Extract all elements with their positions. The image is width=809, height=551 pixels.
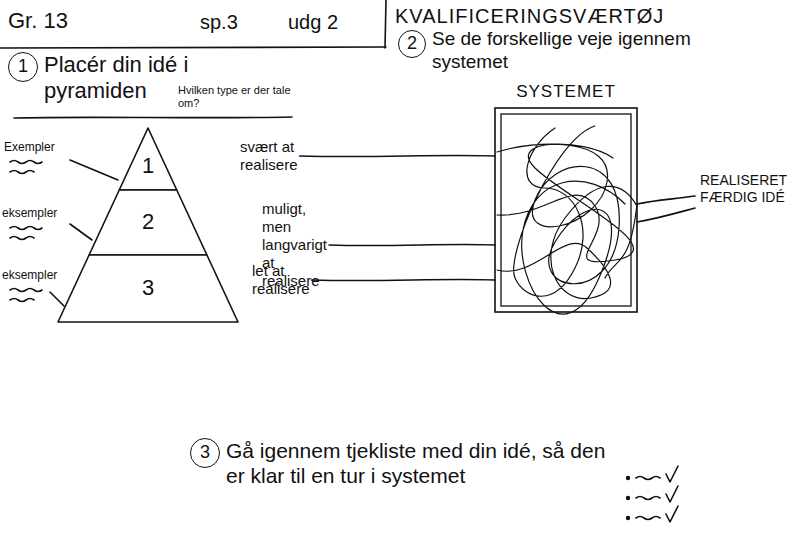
- step-underline: [14, 117, 292, 118]
- system-box: SYSTEMET: [495, 78, 637, 314]
- step-text: Placér din idé i pyramiden: [44, 52, 219, 105]
- checkmark: [666, 486, 678, 502]
- checklist-scribble: [636, 497, 660, 500]
- example-scribble: [10, 299, 34, 302]
- step-note: Hvilken type er der tale om?: [178, 84, 293, 110]
- band-number: 2: [142, 209, 154, 235]
- band-outline: [89, 190, 207, 255]
- checklist-dot: [627, 497, 630, 500]
- checklist-dot: [627, 477, 630, 480]
- band-shape: [55, 255, 255, 324]
- connector-line: [312, 279, 495, 280]
- example-label: eksempler: [2, 206, 57, 220]
- connector-line: [300, 155, 495, 156]
- checklist-scribble: [636, 477, 660, 480]
- step-number: 3: [200, 442, 210, 464]
- result-label: REALISERET FÆRDIG IDÉ: [700, 172, 804, 206]
- header-divider: [385, 0, 386, 48]
- example-pointer: [70, 160, 118, 180]
- example-pointer: [70, 224, 92, 240]
- checklist-dot: [627, 517, 630, 520]
- system-tangle: [497, 126, 637, 314]
- step-circle: 2: [398, 30, 426, 58]
- system-inner-outline: [501, 114, 631, 306]
- checkmark: [666, 506, 678, 522]
- band-outline: [119, 128, 177, 190]
- sheet-title: KVALIFICERINGSVÆRTØJ: [395, 4, 664, 28]
- group-number: Gr. 13: [8, 8, 68, 34]
- band-shape: [55, 190, 255, 257]
- checklist-scribble: [636, 517, 660, 520]
- system-heading: SYSTEMET: [495, 82, 637, 102]
- example-label: eksempler: [2, 268, 57, 282]
- output-line: [637, 196, 695, 204]
- band-label: let at realisere: [252, 262, 312, 298]
- pyramid-band: 3 let at realisere: [55, 255, 312, 322]
- band-shape: [55, 128, 255, 192]
- step-circle: 1: [8, 52, 38, 82]
- band-number: 1: [142, 153, 154, 179]
- band-label: svært at realisere: [240, 138, 300, 174]
- example-scribble: [10, 237, 34, 240]
- example-scribble: [10, 171, 34, 174]
- band-outline: [58, 255, 238, 322]
- output-line: [637, 208, 695, 222]
- band-number: 3: [142, 275, 154, 301]
- step-number: 1: [18, 56, 28, 78]
- question-number: sp.3: [200, 10, 238, 34]
- connector-line: [329, 244, 495, 245]
- example-scribble: [10, 161, 42, 164]
- example-scribble: [10, 227, 42, 230]
- example-pointer: [50, 292, 64, 306]
- pyramid-band: 1 svært at realisere: [55, 128, 300, 190]
- example-label: Exempler: [4, 140, 55, 154]
- checkmark: [666, 466, 678, 482]
- system-drawing: [495, 78, 637, 314]
- step-text: Se de forskellige veje igennem systemet: [432, 28, 702, 74]
- example-scribble: [10, 289, 42, 292]
- edition-number: udg 2: [288, 10, 338, 34]
- step-number: 2: [407, 33, 417, 55]
- header-rule: [0, 47, 386, 48]
- step-text: Gå igennem tjekliste med din idé, så den…: [226, 438, 626, 488]
- step-circle: 3: [190, 438, 220, 468]
